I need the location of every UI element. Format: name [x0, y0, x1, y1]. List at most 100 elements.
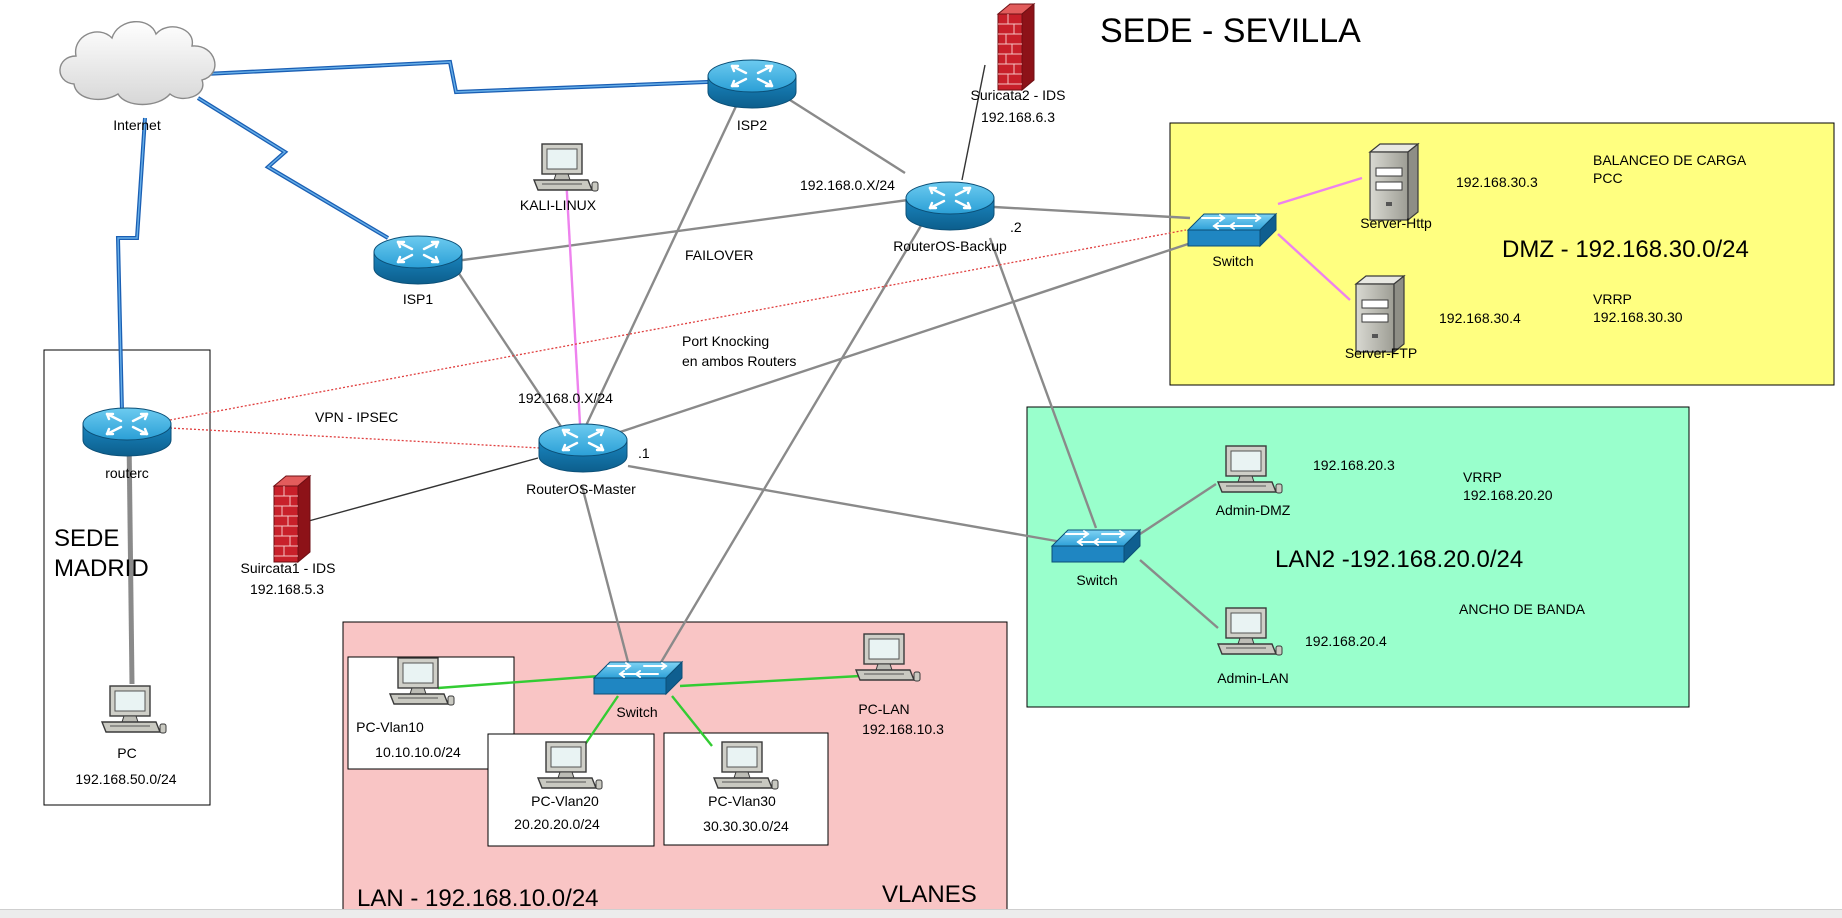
port-knocking-label-2: en ambos Routers	[682, 353, 796, 369]
routeros-backup-suffix: .2	[1010, 219, 1022, 235]
server-http-icon[interactable]	[1369, 143, 1419, 221]
link-master-switchlan2	[627, 464, 1063, 544]
server-http-label: Server-Http	[1360, 215, 1432, 231]
link-pclan	[679, 674, 861, 688]
link-isp1-master	[457, 271, 563, 429]
pc-madrid-label: PC	[117, 745, 136, 761]
dmz-title: DMZ - 192.168.30.0/24	[1502, 236, 1749, 263]
switch-lan2-icon[interactable]	[1051, 529, 1141, 563]
link-vlan20	[583, 695, 619, 747]
routeros-backup-icon[interactable]	[904, 180, 996, 232]
net-label-backup: 192.168.0.X/24	[800, 177, 895, 193]
madrid-title-line1: SEDE	[54, 525, 119, 552]
routeros-backup-label: RouterOS-Backup	[893, 238, 1007, 254]
vrrp-lan2-label-1: VRRP	[1463, 469, 1502, 485]
kali-linux-pc-icon[interactable]	[533, 143, 599, 192]
link-isp2-master	[581, 101, 740, 433]
vpn-label: VPN - IPSEC	[315, 409, 398, 425]
pc-lan-ip: 192.168.10.3	[862, 721, 944, 737]
balanceo-label-1: BALANCEO DE CARGA	[1593, 152, 1747, 168]
wan-link-routerc-highlight	[117, 117, 146, 413]
net-label-master: 192.168.0.X/24	[518, 390, 613, 406]
ancho-banda-label: ANCHO DE BANDA	[1459, 601, 1586, 617]
vlanes-label: VLANES	[882, 881, 977, 908]
admin-dmz-label: Admin-DMZ	[1216, 502, 1291, 518]
pc-madrid-ip: 192.168.50.0/24	[75, 771, 176, 787]
isp1-router-icon[interactable]	[372, 234, 464, 286]
admin-dmz-ip: 192.168.20.3	[1313, 457, 1395, 473]
internet-label: Internet	[113, 117, 161, 133]
routeros-master-suffix: .1	[638, 445, 650, 461]
pc-vlan20-ip: 20.20.20.0/24	[514, 816, 600, 832]
madrid-title-line2: MADRID	[54, 555, 149, 582]
page-title: SEDE - SEVILLA	[1100, 12, 1361, 50]
switch-dmz-label: Switch	[1212, 253, 1253, 269]
pc-vlan30-label: PC-Vlan30	[708, 793, 776, 809]
link-switch-serverftp	[1277, 233, 1351, 301]
pc-vlan20-label: PC-Vlan20	[531, 793, 599, 809]
routeros-master-label: RouterOS-Master	[526, 481, 636, 497]
vpn-link-backup	[169, 229, 1187, 421]
suricata1-label: Suircata1 - IDS	[241, 560, 336, 576]
switch-lan-icon[interactable]	[593, 661, 683, 695]
port-knocking-label-1: Port Knocking	[682, 333, 769, 349]
lan2-zone	[1026, 406, 1690, 708]
routeros-master-icon[interactable]	[537, 422, 629, 474]
link-backup-switchdmz	[993, 205, 1191, 220]
link-backup-switchlan	[658, 223, 924, 665]
switch-lan2-label: Switch	[1076, 572, 1117, 588]
link-routerc-pc	[126, 435, 135, 685]
links	[115, 59, 1363, 747]
pc-vlan10-ip: 10.10.10.0/24	[375, 744, 461, 760]
wan-link-isp1-highlight	[197, 97, 389, 239]
suricata2-ip: 192.168.6.3	[981, 109, 1055, 125]
link-switch-serverhttp	[1277, 176, 1363, 206]
link-vlan10	[437, 674, 601, 690]
wan-link-isp2-highlight	[204, 61, 758, 93]
server-ftp-icon[interactable]	[1355, 275, 1405, 353]
kali-linux-label: KALI-LINUX	[520, 197, 597, 213]
link-isp1-backup	[447, 198, 909, 264]
admin-lan-ip: 192.168.20.4	[1305, 633, 1387, 649]
lan2-title: LAN2 -192.168.20.0/24	[1275, 546, 1523, 573]
pc-madrid-icon[interactable]	[101, 685, 167, 734]
server-http-ip: 192.168.30.3	[1456, 174, 1538, 190]
link-master-switchdmz	[619, 242, 1189, 434]
link-vlan30	[671, 695, 713, 747]
link-kali	[564, 175, 582, 425]
balanceo-label-2: PCC	[1593, 170, 1623, 186]
vrrp-dmz-label-1: VRRP	[1593, 291, 1632, 307]
lan-title: LAN - 192.168.10.0/24	[357, 885, 599, 912]
vrrp-dmz-label-2: 192.168.30.30	[1593, 309, 1683, 325]
pc-lan-label: PC-LAN	[858, 701, 909, 717]
link-switchlan2-adminlan	[1139, 559, 1219, 629]
switch-lan-label: Switch	[616, 704, 657, 720]
isp2-label: ISP2	[737, 117, 768, 133]
dmz-zone	[1169, 122, 1835, 386]
routerc-icon[interactable]	[81, 406, 173, 458]
suricata2-firewall-icon[interactable]	[997, 3, 1035, 91]
pc-vlan10-label: PC-Vlan10	[356, 719, 424, 735]
internet-cloud-icon	[59, 20, 216, 106]
link-backup-switchlan2	[988, 237, 1098, 529]
wan-link-routerc	[115, 117, 147, 413]
isp2-router-icon[interactable]	[706, 58, 798, 110]
link-master-switchlan	[580, 485, 630, 663]
suricata1-ip: 192.168.5.3	[250, 581, 324, 597]
switch-dmz-icon[interactable]	[1187, 213, 1277, 247]
vrrp-lan2-label-2: 192.168.20.20	[1463, 487, 1553, 503]
routerc-label: routerc	[105, 465, 149, 481]
window-bottom-edge	[0, 909, 1842, 918]
wan-link-isp2	[204, 59, 758, 95]
server-ftp-label: Server-FTP	[1345, 345, 1417, 361]
link-suricata1	[304, 457, 539, 523]
link-isp2-backup	[789, 98, 906, 175]
madrid-zone	[43, 349, 211, 806]
link-switchlan2-admindmz	[1139, 482, 1217, 536]
suricata2-label: Suricata2 - IDS	[971, 87, 1066, 103]
suricata1-firewall-icon[interactable]	[273, 475, 311, 563]
link-suricata2	[961, 64, 986, 181]
isp1-label: ISP1	[403, 291, 434, 307]
failover-label: FAILOVER	[685, 247, 753, 263]
